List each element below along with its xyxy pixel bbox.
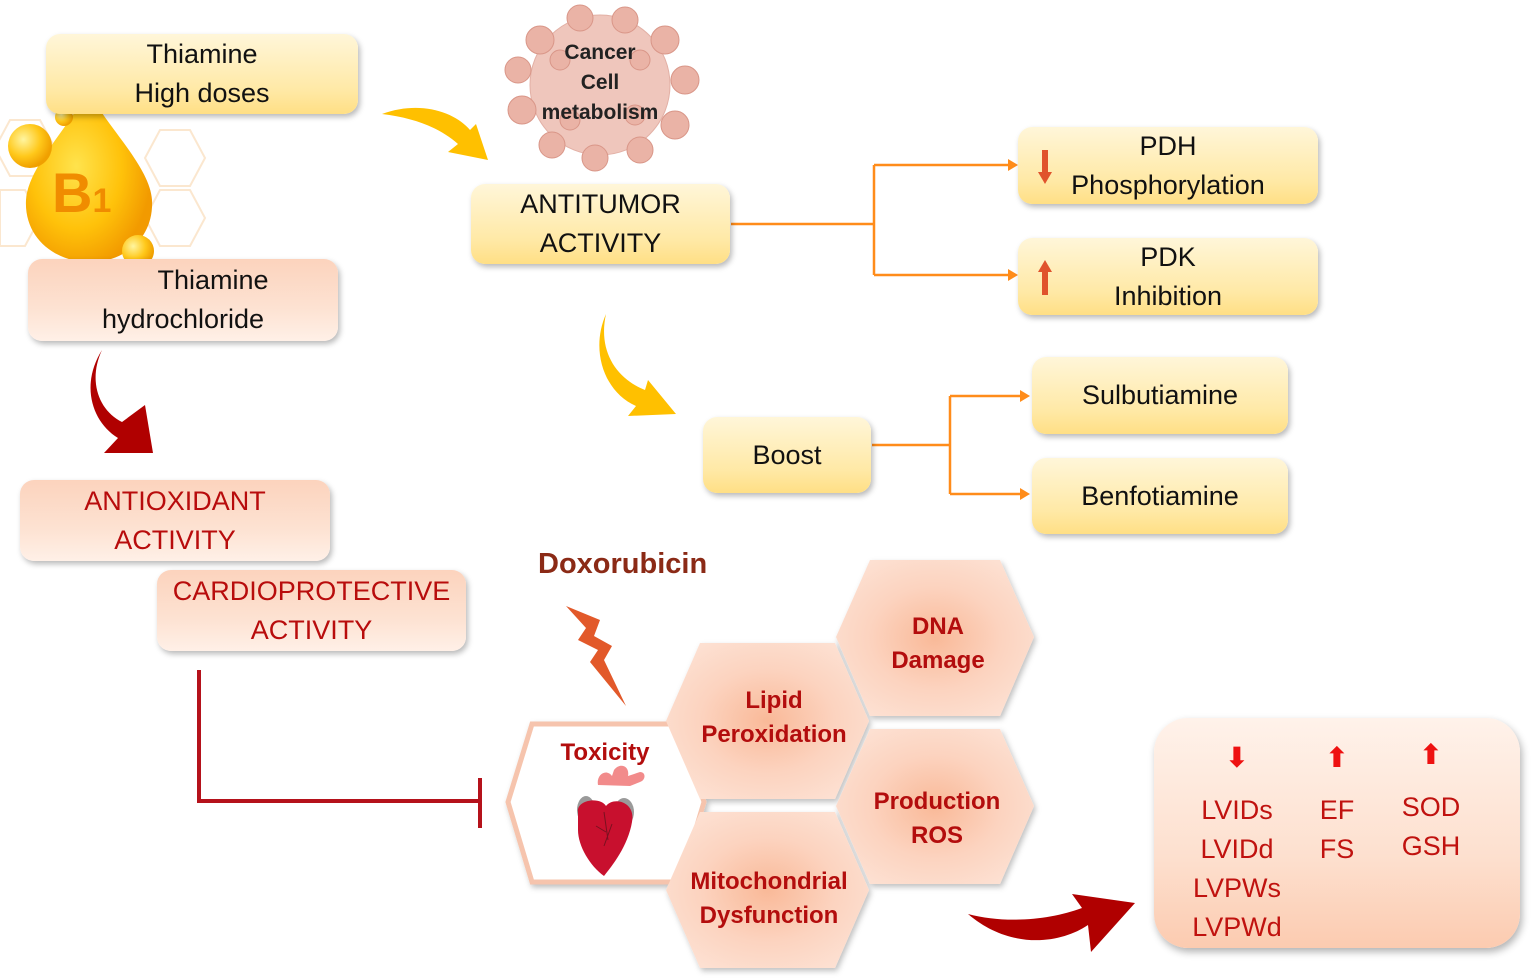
up-arrow-icon xyxy=(1038,260,1052,295)
result-item: GSH xyxy=(1401,831,1461,861)
box-line: Boost xyxy=(752,439,822,470)
up-arrow-icon: ⬆ xyxy=(1419,739,1443,770)
results-column-increased-antioxidants: ⬆ SOD GSH xyxy=(1402,740,1461,866)
down-arrow-icon xyxy=(1038,150,1052,184)
heart-icon xyxy=(577,765,645,876)
curved-arrow-hydrochloride-to-antioxidant xyxy=(90,350,153,453)
box-line: hydrochloride xyxy=(101,304,265,334)
box-line: Inhibition xyxy=(1113,280,1223,311)
box-line: Thiamine xyxy=(146,39,258,69)
hex-production-ros xyxy=(836,729,1034,884)
hex-line: Damage xyxy=(891,647,985,674)
box-line: PDH xyxy=(1139,130,1197,161)
box-line: ACTIVITY xyxy=(539,228,662,258)
box-line: ANTITUMOR xyxy=(520,189,681,219)
cardioprotective-activity-box: CARDIOPROTECTIVE ACTIVITY xyxy=(157,570,466,651)
benfotiamine-box: Benfotiamine xyxy=(1032,458,1288,534)
results-column-increased-function: ⬆ EF FS xyxy=(1320,743,1355,869)
connector-arrowhead xyxy=(1020,390,1030,402)
cancer-line: metabolism xyxy=(541,101,659,124)
dna-damage-label: DNA Damage xyxy=(891,610,984,678)
result-item: EF xyxy=(1319,795,1355,825)
inhibition-connector xyxy=(197,670,482,828)
thiamine-high-doses-box: Thiamine High doses xyxy=(46,34,358,114)
result-item: SOD xyxy=(1401,792,1461,822)
b1-letter: B xyxy=(52,161,93,224)
production-ros-label: Production ROS xyxy=(874,785,1001,853)
curved-arrow-high-doses-to-antitumor xyxy=(382,107,488,160)
thiamine-hydrochloride-box: Thiamine hydrochloride xyxy=(28,259,338,341)
cancer-line: Cell xyxy=(580,71,620,94)
hex-line: Dysfunction xyxy=(699,902,839,929)
hex-dna-damage xyxy=(836,560,1034,716)
result-item: LVIDs xyxy=(1201,795,1273,825)
cancer-cell-label: Cancer Cell metabolism xyxy=(542,38,659,128)
hex-line: DNA xyxy=(912,613,964,640)
box-line: ACTIVITY xyxy=(114,524,236,555)
hex-line: ROS xyxy=(910,822,963,849)
b1-subscript: 1 xyxy=(92,182,112,220)
results-box xyxy=(1154,718,1520,948)
sulbutiamine-box: Sulbutiamine xyxy=(1032,357,1288,434)
antitumor-activity-box: ANTITUMOR ACTIVITY xyxy=(471,184,730,264)
connector-arrowhead xyxy=(1008,159,1018,171)
box-line: Benfotiamine xyxy=(1081,480,1239,511)
vitamin-b1-label: B1 xyxy=(52,160,111,225)
up-arrow-icon: ⬆ xyxy=(1325,742,1349,773)
toxicity-label: Toxicity xyxy=(560,739,650,766)
boost-box: Boost xyxy=(703,417,871,493)
hex-line: Lipid xyxy=(745,687,803,714)
result-item: LVPWd xyxy=(1192,912,1282,942)
cancer-cell-icon xyxy=(504,4,700,172)
hex-line: Peroxidation xyxy=(701,721,847,748)
box-line: ACTIVITY xyxy=(250,614,373,645)
pdh-phosphorylation-box: PDH Phosphorylation xyxy=(1018,127,1318,204)
connector-arrowhead xyxy=(1020,488,1030,500)
mitochondrial-dysfunction-label: Mitochondrial Dysfunction xyxy=(690,865,847,933)
pdk-inhibition-box: PDK Inhibition xyxy=(1018,238,1318,315)
box-line: Phosphorylation xyxy=(1071,169,1265,200)
box-line: ANTIOXIDANT xyxy=(84,485,266,516)
results-column-decreased: ⬇ LVIDs LVIDd LVPWs LVPWd xyxy=(1192,743,1282,947)
result-item: FS xyxy=(1319,834,1355,864)
connector-arrowhead xyxy=(1008,269,1018,281)
hex-lipid-peroxidation xyxy=(666,643,869,799)
hex-mitochondrial-dysfunction xyxy=(666,812,869,968)
curved-arrow-to-results xyxy=(968,894,1135,952)
hex-line: Production xyxy=(873,788,1001,815)
box-line: CARDIOPROTECTIVE xyxy=(172,575,451,606)
box-line: Sulbutiamine xyxy=(1081,380,1239,410)
lipid-peroxidation-label: Lipid Peroxidation xyxy=(701,684,846,752)
antioxidant-activity-box: ANTIOXIDANT ACTIVITY xyxy=(20,480,330,561)
connector-boost-branches xyxy=(872,394,1020,496)
curved-arrow-antitumor-to-boost xyxy=(599,314,676,416)
result-item: LVPWs xyxy=(1192,873,1281,903)
hex-line: Mitochondrial xyxy=(690,868,848,895)
box-line: PDK xyxy=(1140,241,1196,272)
box-line: High doses xyxy=(134,78,270,108)
lightning-bolt-icon xyxy=(566,606,626,706)
doxorubicin-label: Doxorubicin xyxy=(538,548,708,580)
cancer-line: Cancer xyxy=(564,41,636,64)
connector-antitumor-branches xyxy=(731,163,1008,277)
box-line: Thiamine xyxy=(157,265,269,295)
result-item: LVIDd xyxy=(1200,834,1274,864)
down-arrow-icon: ⬇ xyxy=(1225,742,1249,773)
